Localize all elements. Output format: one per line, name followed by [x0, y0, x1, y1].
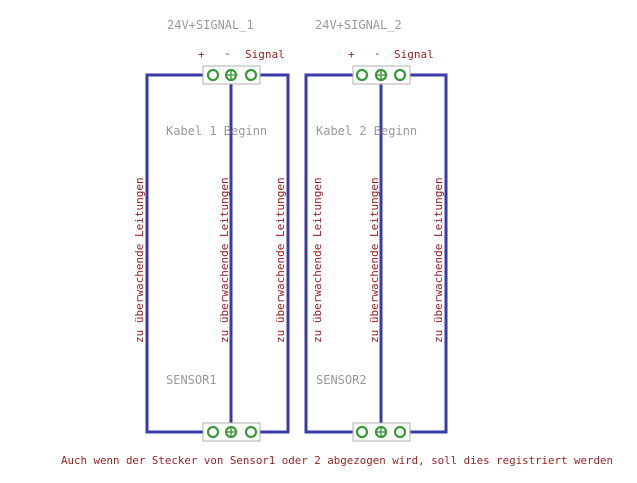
pad-icon[interactable]: [393, 425, 407, 439]
wire-label: zu überwachende Leitungen: [311, 177, 324, 343]
sensor-label-2: SENSOR2: [316, 373, 367, 387]
connector-bottom-2[interactable]: [352, 422, 411, 442]
pin-minus-label: -: [374, 47, 381, 60]
pad-signal-icon[interactable]: [244, 68, 258, 82]
pin-plus-label: +: [348, 48, 355, 61]
pad-icon[interactable]: [355, 425, 369, 439]
wire-right-1[interactable]: [251, 73, 290, 434]
connector-name-2: 24V+SIGNAL_2: [315, 18, 402, 32]
pad-icon[interactable]: [244, 425, 258, 439]
connector-top-2[interactable]: [352, 65, 411, 85]
pad-plus-icon[interactable]: [206, 68, 220, 82]
connector-bottom-1[interactable]: [202, 422, 261, 442]
pin-minus-label: -: [224, 47, 231, 60]
wire-label: zu überwachende Leitungen: [133, 177, 146, 343]
cable-begin-label-2: Kabel 2 Beginn: [316, 124, 417, 138]
wire-label: zu überwachende Leitungen: [218, 177, 231, 343]
wire-label: zu überwachende Leitungen: [274, 177, 287, 343]
pin-signal-label: Signal: [245, 48, 285, 61]
wire-left-2[interactable]: [304, 73, 362, 434]
pad-icon[interactable]: [206, 425, 220, 439]
wire-left-1[interactable]: [145, 73, 213, 434]
wire-label: zu überwachende Leitungen: [432, 177, 445, 343]
connector-top-1[interactable]: [202, 65, 261, 85]
pad-plus-icon[interactable]: [355, 68, 369, 82]
cable-group-2: 24V+SIGNAL_2 + - Signal Kabel 2 Beginn S…: [304, 18, 448, 442]
note-text: Auch wenn der Stecker von Sensor1 oder 2…: [61, 454, 613, 467]
connector-name-1: 24V+SIGNAL_1: [167, 18, 254, 32]
cable-group-1: 24V+SIGNAL_1 + - Signal Kabel 1 Beginn S…: [133, 18, 290, 442]
pad-signal-icon[interactable]: [393, 68, 407, 82]
pin-plus-label: +: [198, 48, 205, 61]
sensor-label-1: SENSOR1: [166, 373, 217, 387]
wire-label: zu überwachende Leitungen: [368, 177, 381, 343]
pin-signal-label: Signal: [394, 48, 434, 61]
cable-begin-label-1: Kabel 1 Beginn: [166, 124, 267, 138]
wire-right-2[interactable]: [400, 73, 448, 434]
